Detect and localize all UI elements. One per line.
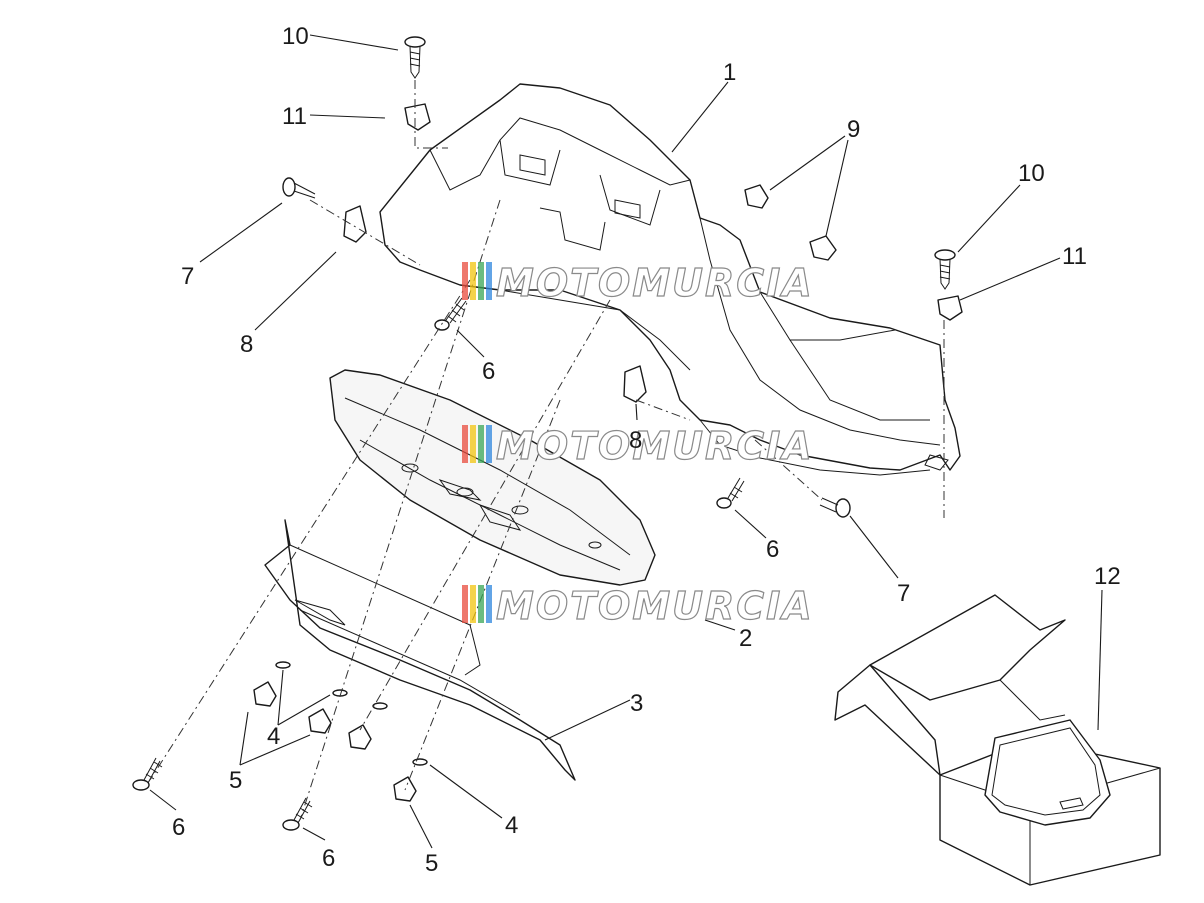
clip-8-left: [343, 205, 367, 243]
callout-10: 10: [282, 23, 309, 50]
screw-6-middle: [716, 477, 745, 509]
callout-6: 6: [172, 814, 185, 841]
rubber-grommet-5: [253, 681, 417, 802]
callout-4: 4: [505, 812, 518, 839]
instrument-panel: [329, 369, 656, 586]
callout-8: 8: [240, 331, 253, 358]
callout-1: 1: [723, 59, 736, 86]
watermark-text: MOTOMURCIA: [496, 424, 814, 468]
callout-7: 7: [897, 580, 910, 607]
clip-9-lower: [809, 235, 837, 261]
wm-stripe: [486, 262, 492, 300]
watermark-1: MOTOMURCIA: [462, 260, 814, 306]
watermark-3: MOTOMURCIA: [462, 583, 814, 629]
callout-6: 6: [766, 536, 779, 563]
clip-nut-11-left: [404, 103, 431, 131]
wm-stripe: [462, 262, 468, 300]
callout-labels: 10 11 1 9 10 11 7 8 6 8 6 7 12 2 3 4 5 6…: [172, 23, 1121, 877]
wm-stripe: [470, 425, 476, 463]
wm-stripe: [478, 585, 484, 623]
callout-8: 8: [629, 427, 642, 454]
callout-2: 2: [739, 625, 752, 652]
wm-stripe: [486, 585, 492, 623]
callout-12: 12: [1094, 563, 1121, 590]
screw-6-lower-left: [132, 757, 163, 791]
screw-7-right: [819, 497, 851, 518]
spare-cluster-box: [834, 594, 1161, 886]
leader-lines: [149, 34, 1103, 849]
callout-11: 11: [1062, 243, 1087, 270]
wm-stripe: [462, 425, 468, 463]
clip-9-upper: [744, 184, 769, 209]
upper-cover: [379, 83, 961, 476]
callout-3: 3: [630, 690, 643, 717]
bottom-cover-plate: [264, 519, 576, 781]
watermark-text: MOTOMURCIA: [496, 584, 814, 628]
watermark-text: MOTOMURCIA: [496, 261, 814, 305]
wm-stripe: [462, 585, 468, 623]
screw-6-lower-center: [282, 797, 313, 831]
screw-7-left: [282, 177, 316, 199]
callout-6: 6: [322, 845, 335, 872]
callout-4: 4: [267, 723, 280, 750]
wm-stripe: [478, 262, 484, 300]
screw-10-left: [404, 36, 426, 79]
callout-9: 9: [847, 116, 860, 143]
callout-11: 11: [282, 103, 307, 130]
clip-nut-11-right: [937, 295, 963, 321]
callout-5: 5: [229, 767, 242, 794]
callout-7: 7: [181, 263, 194, 290]
callout-6: 6: [482, 358, 495, 385]
wm-stripe: [486, 425, 492, 463]
washer-4: [275, 661, 428, 766]
screw-10-right: [934, 249, 956, 290]
wm-stripe: [478, 425, 484, 463]
watermark-2: MOTOMURCIA: [462, 423, 814, 469]
clip-8-right: [623, 365, 647, 403]
wm-stripe: [470, 262, 476, 300]
screw-6-upper: [434, 297, 467, 331]
wm-stripe: [470, 585, 476, 623]
callout-5: 5: [425, 850, 438, 877]
callout-10: 10: [1018, 160, 1045, 187]
